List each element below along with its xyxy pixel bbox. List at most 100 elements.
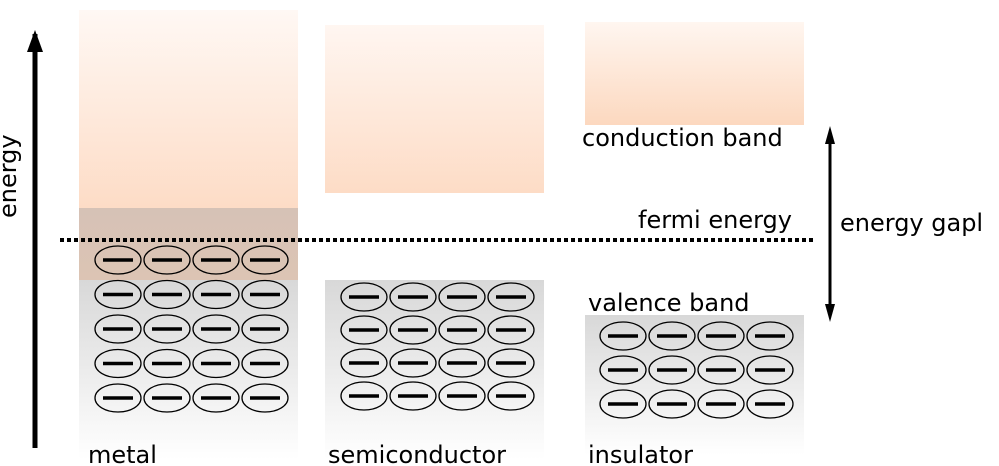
electron-outline: [599, 321, 647, 351]
electron-outline: [746, 355, 794, 385]
semiconductor-valence-band: [325, 280, 544, 460]
semiconductor-electron: [487, 381, 535, 411]
fermi-energy-label: fermi energy: [638, 206, 792, 234]
electron-outline: [648, 389, 696, 419]
electron-outline: [94, 279, 142, 310]
electron-outline: [389, 381, 437, 411]
electron-outline: [241, 314, 289, 344]
electron-outline: [697, 355, 745, 385]
electron-outline: [487, 315, 535, 345]
electron-outline: [648, 355, 696, 385]
electron-outline: [438, 348, 486, 378]
semiconductor-electron: [389, 282, 437, 312]
metal-electron: [241, 383, 289, 413]
semiconductor-electron: [438, 315, 486, 345]
electron-outline: [746, 389, 794, 419]
metal-electron: [143, 383, 191, 413]
semiconductor-electron: [487, 282, 535, 312]
electron-outline: [143, 383, 191, 413]
electron-outline: [192, 348, 240, 379]
electron-outline: [438, 282, 486, 312]
semiconductor-electron: [340, 348, 388, 378]
insulator-electron: [746, 321, 794, 351]
electron-outline: [487, 381, 535, 411]
metal-electron: [241, 348, 289, 379]
electron-outline: [94, 314, 142, 344]
electron-outline: [340, 282, 388, 312]
electron-outline: [340, 381, 388, 411]
semiconductor-electron: [340, 315, 388, 345]
semiconductor-electron: [389, 381, 437, 411]
electron-outline: [599, 389, 647, 419]
energy-gap-label: energy gapl: [840, 209, 983, 237]
semiconductor-electron: [487, 315, 535, 345]
metal-electron: [94, 348, 142, 379]
insulator-electron: [746, 389, 794, 419]
electron-outline: [648, 321, 696, 351]
metal-electron: [192, 245, 240, 275]
electron-outline: [340, 315, 388, 345]
electron-outline: [241, 348, 289, 379]
electron-outline: [438, 315, 486, 345]
energy-axis-arrowhead: [27, 30, 43, 52]
electron-outline: [340, 348, 388, 378]
energy-axis-label: energy: [0, 134, 22, 218]
electron-outline: [697, 321, 745, 351]
electrons: [94, 245, 794, 419]
electron-outline: [241, 279, 289, 310]
electron-outline: [438, 381, 486, 411]
semiconductor-electron: [438, 381, 486, 411]
insulator-electron: [599, 389, 647, 419]
metal-electron: [241, 279, 289, 310]
metal-electron: [94, 279, 142, 310]
metal-electron: [241, 314, 289, 344]
metal-electron: [94, 245, 142, 275]
semiconductor-electron: [389, 348, 437, 378]
electron-outline: [94, 383, 142, 413]
metal-electron: [143, 279, 191, 310]
electron-outline: [143, 314, 191, 344]
metal-electron: [143, 348, 191, 379]
energy-gap-arrowhead-top: [825, 126, 835, 144]
insulator-conduction-band: [585, 22, 804, 125]
insulator-label: insulator: [588, 441, 693, 466]
electron-outline: [389, 282, 437, 312]
semiconductor-electron: [438, 282, 486, 312]
electron-outline: [192, 314, 240, 344]
metal-electron: [241, 245, 289, 275]
electron-outline: [143, 348, 191, 379]
insulator-electron: [697, 389, 745, 419]
conduction-band-label: conduction band: [582, 124, 783, 152]
metal-label: metal: [88, 441, 157, 466]
metal-overlap-band: [79, 208, 298, 280]
semiconductor-electron: [487, 348, 535, 378]
insulator-electron: [599, 321, 647, 351]
metal-electron: [94, 314, 142, 344]
insulator-electron: [746, 355, 794, 385]
metal-electron: [192, 279, 240, 310]
metal-conduction-band: [79, 10, 298, 208]
metal-electron: [94, 383, 142, 413]
semiconductor-label: semiconductor: [328, 441, 506, 466]
insulator-electron: [697, 321, 745, 351]
electron-outline: [192, 245, 240, 275]
metal-electron: [192, 383, 240, 413]
electron-outline: [192, 279, 240, 310]
semiconductor-electron: [389, 315, 437, 345]
electron-outline: [746, 321, 794, 351]
semiconductor-conduction-band: [325, 25, 544, 193]
electron-outline: [487, 348, 535, 378]
metal-electron: [143, 314, 191, 344]
energy-gap-arrowhead-bottom: [825, 304, 835, 322]
insulator-electron: [648, 355, 696, 385]
electron-outline: [143, 245, 191, 275]
electron-outline: [94, 245, 142, 275]
valence-band-label: valence band: [588, 289, 750, 317]
metal-electron: [192, 314, 240, 344]
electron-outline: [487, 282, 535, 312]
semiconductor-electron: [340, 282, 388, 312]
metal-electron: [143, 245, 191, 275]
metal-valence-band: [79, 280, 298, 460]
insulator-electron: [599, 355, 647, 385]
electron-outline: [389, 348, 437, 378]
